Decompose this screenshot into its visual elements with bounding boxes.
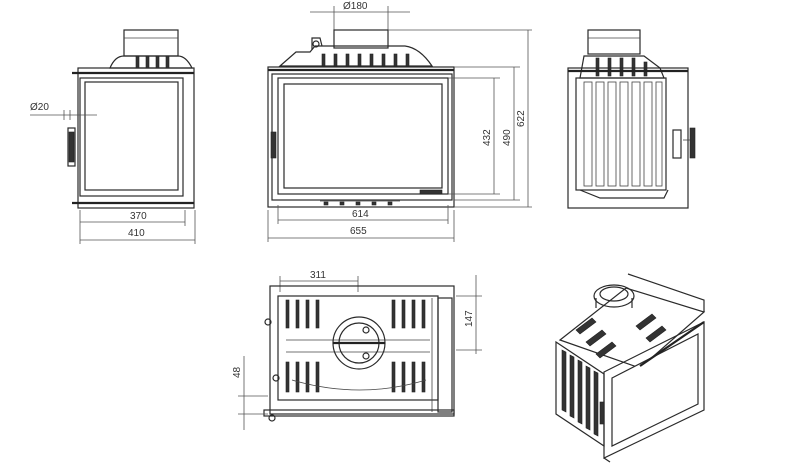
flue-collar — [123, 29, 179, 57]
dim-410: 410 — [128, 228, 145, 239]
dim-311: 311 — [310, 270, 326, 281]
body-outline — [567, 67, 689, 209]
flue-collar — [333, 29, 389, 49]
body-outline — [77, 67, 195, 209]
flue-collar — [587, 29, 641, 55]
dim-432: 432 — [482, 129, 493, 146]
body-outline — [267, 66, 455, 208]
dim-614: 614 — [352, 209, 369, 220]
front-narrow-view: Ø20 370 410 — [30, 29, 196, 244]
dim-655: 655 — [350, 226, 367, 237]
dim-48: 48 — [232, 366, 243, 378]
side-handle — [672, 129, 682, 159]
front-main-view: Ø180 — [267, 1, 532, 242]
dim-147: 147 — [464, 310, 475, 327]
side-view — [567, 29, 696, 209]
isometric-view — [555, 273, 706, 463]
body-outline — [269, 285, 455, 415]
dim-622: 622 — [516, 110, 527, 127]
dim-490: 490 — [502, 129, 513, 146]
door-glass — [84, 81, 179, 191]
flue-collar — [593, 284, 635, 308]
dim-d180: Ø180 — [343, 1, 368, 12]
top-view: 311 — [232, 270, 482, 430]
logo-plate — [419, 189, 443, 195]
door-glass — [283, 83, 443, 189]
door-handle — [270, 131, 277, 159]
door-handle — [599, 401, 605, 425]
dim-370: 370 — [130, 211, 147, 222]
dim-d20: Ø20 — [30, 102, 49, 113]
door-frame — [603, 321, 705, 459]
door-handle — [67, 127, 76, 167]
door-glass — [611, 333, 699, 447]
